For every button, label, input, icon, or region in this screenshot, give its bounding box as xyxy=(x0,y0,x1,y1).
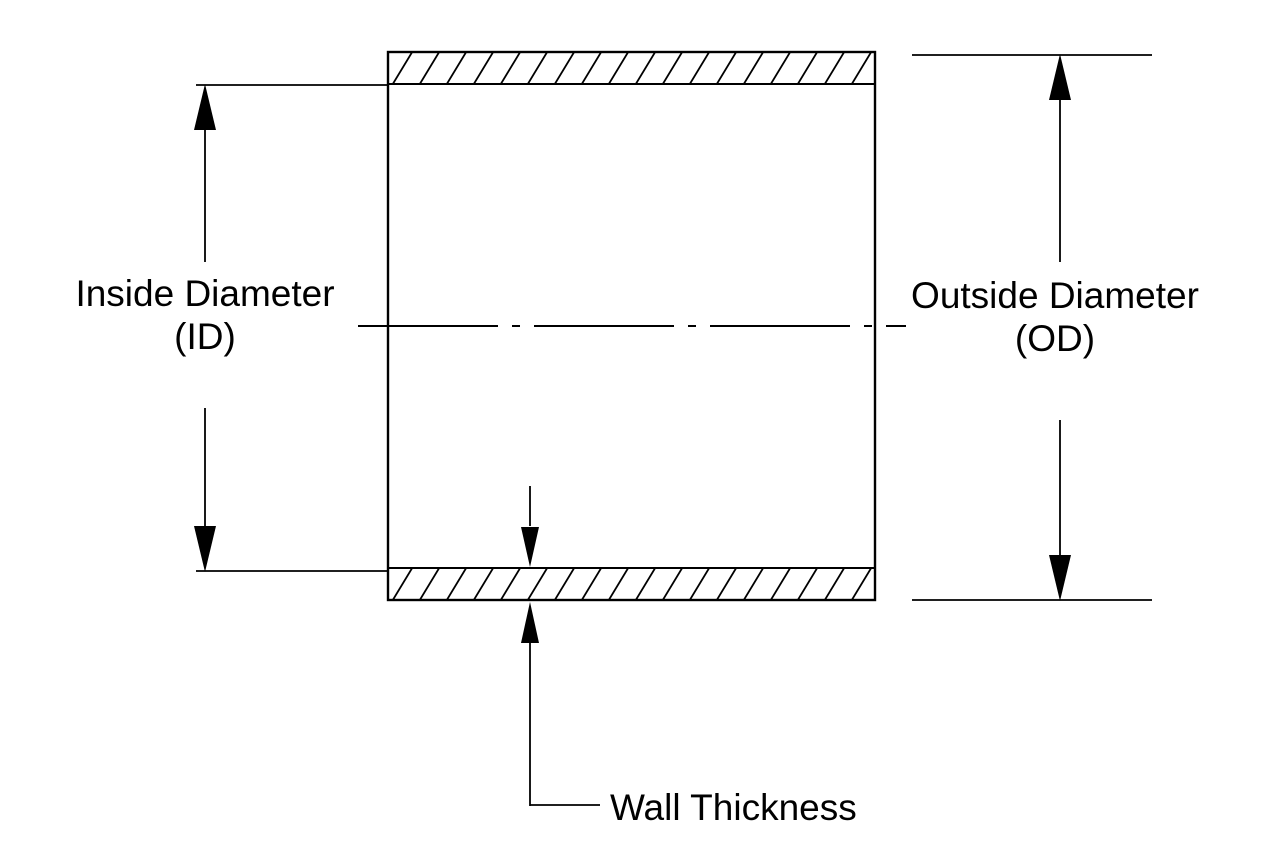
outside-diameter-abbrev: (OD) xyxy=(1014,318,1096,359)
id-arrow-up-icon xyxy=(194,84,216,130)
od-arrow-down-icon xyxy=(1049,555,1071,601)
outside-diameter-label: Outside Diameter (OD) xyxy=(880,274,1230,360)
inside-diameter-text: Inside Diameter xyxy=(75,273,335,314)
id-arrow-down-icon xyxy=(194,526,216,572)
outside-diameter-text: Outside Diameter xyxy=(911,275,1199,316)
wall-arrow-down-icon xyxy=(521,527,539,567)
top-wall-hatch xyxy=(387,51,876,85)
wall-arrow-up-icon xyxy=(521,602,539,643)
inside-diameter-abbrev: (ID) xyxy=(174,316,236,357)
wall-thickness-label: Wall Thickness xyxy=(610,787,857,828)
bottom-wall-hatch xyxy=(387,567,876,601)
inside-diameter-label: Inside Diameter (ID) xyxy=(20,272,390,358)
od-arrow-up-icon xyxy=(1049,54,1071,100)
